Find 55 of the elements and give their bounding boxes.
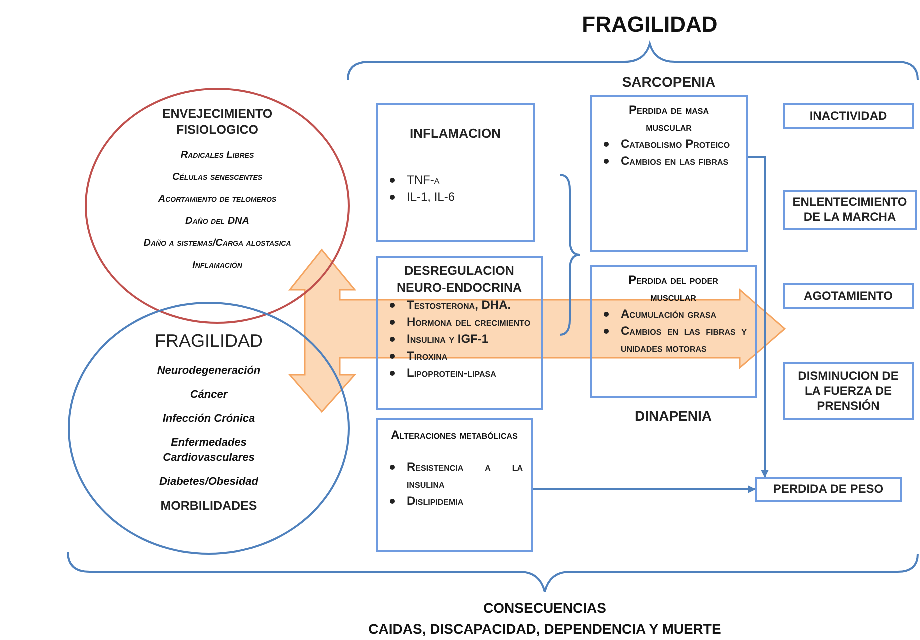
box-caption: DINAPENIA	[634, 407, 713, 426]
text-box	[783, 190, 917, 230]
ellipse-item: Cáncer	[189, 388, 230, 403]
bullet-item: IL-1, IL-6	[407, 188, 456, 206]
text-box	[783, 362, 914, 420]
box-heading: Alteraciones metabólicas	[390, 427, 519, 444]
bullet-item: Acumulación grasa	[621, 306, 717, 323]
text-box	[590, 95, 748, 252]
arrow	[533, 486, 756, 494]
ellipse	[85, 88, 350, 324]
bullet-item: Catabolismo Proteico	[621, 136, 730, 153]
diagram-title: FRAGILIDAD	[581, 11, 719, 39]
bullet-item: TNF-α	[407, 172, 440, 188]
text-box	[590, 265, 757, 398]
text-box	[376, 103, 535, 242]
text-box	[755, 477, 902, 502]
ellipse-heading: FRAGILIDAD	[154, 331, 264, 351]
ellipse-item: Infección Crónica	[162, 412, 256, 427]
consequence-label: CAIDAS, DISCAPACIDAD, DEPENDENCIA Y MUERTE	[368, 620, 722, 639]
box-heading: DESREGULACION NEURO-ENDOCRINA	[396, 263, 523, 297]
ellipse-item: Enfermedades Cardiovasculares	[162, 436, 256, 466]
text-box	[783, 103, 914, 129]
box-label: DISMINUCION DE LA FUERZA DE PRENSIÓN	[797, 368, 900, 414]
box-label: AGOTAMIENTO	[804, 288, 893, 304]
bullet-item: Cambios en las fibras y unidades motoras	[621, 323, 747, 357]
bullet-item: Dislipidemia	[407, 493, 464, 510]
bullet-item: Hormona del crecimiento	[407, 314, 531, 331]
ellipse-item: Diabetes/Obesidad	[158, 475, 260, 490]
ellipse-item: Acortamiento de telomeros	[158, 193, 277, 206]
bullet-item: Tiroxina	[407, 348, 448, 365]
ellipse-item: Daño a sistemas/Carga alostasica	[144, 237, 292, 250]
box-heading: Perdida de masa muscular	[628, 102, 710, 136]
text-box	[376, 256, 543, 410]
bullet-item: Testosterona, DHA.	[407, 297, 512, 314]
ellipse-item: Células senescentes	[172, 171, 263, 184]
box-heading: INFLAMACION	[409, 125, 502, 143]
bullet-item: Insulina y IGF-1	[407, 331, 489, 348]
box-label: ENLENTECIMIENTO DE LA MARCHA	[792, 195, 908, 225]
ellipse-item: Neurodegeneración	[156, 364, 262, 379]
ellipse-item: MORBILIDADES	[160, 499, 258, 514]
bullet-item: Resistencia a la insulina	[407, 459, 523, 493]
bullet-item: Cambios en las fibras	[621, 153, 729, 170]
ellipse-item: Inflamación	[192, 259, 242, 272]
bullet-item: Lipoprotein-lipasa	[407, 365, 496, 382]
ellipse-heading: ENVEJECIMIENTO FISIOLOGICO	[161, 106, 274, 138]
box-label: PERDIDA DE PESO	[773, 482, 884, 497]
consequence-label: CONSECUENCIAS	[484, 599, 606, 618]
text-box	[376, 418, 533, 552]
ellipse-item: Radicales Libres	[180, 149, 254, 162]
arrow	[748, 156, 769, 478]
text-box	[783, 283, 914, 309]
box-label: INACTIVIDAD	[810, 108, 888, 124]
ellipse	[68, 302, 350, 555]
ellipse-item: Daño del DNA	[186, 215, 250, 228]
box-caption: SARCOPENIA	[621, 73, 717, 92]
